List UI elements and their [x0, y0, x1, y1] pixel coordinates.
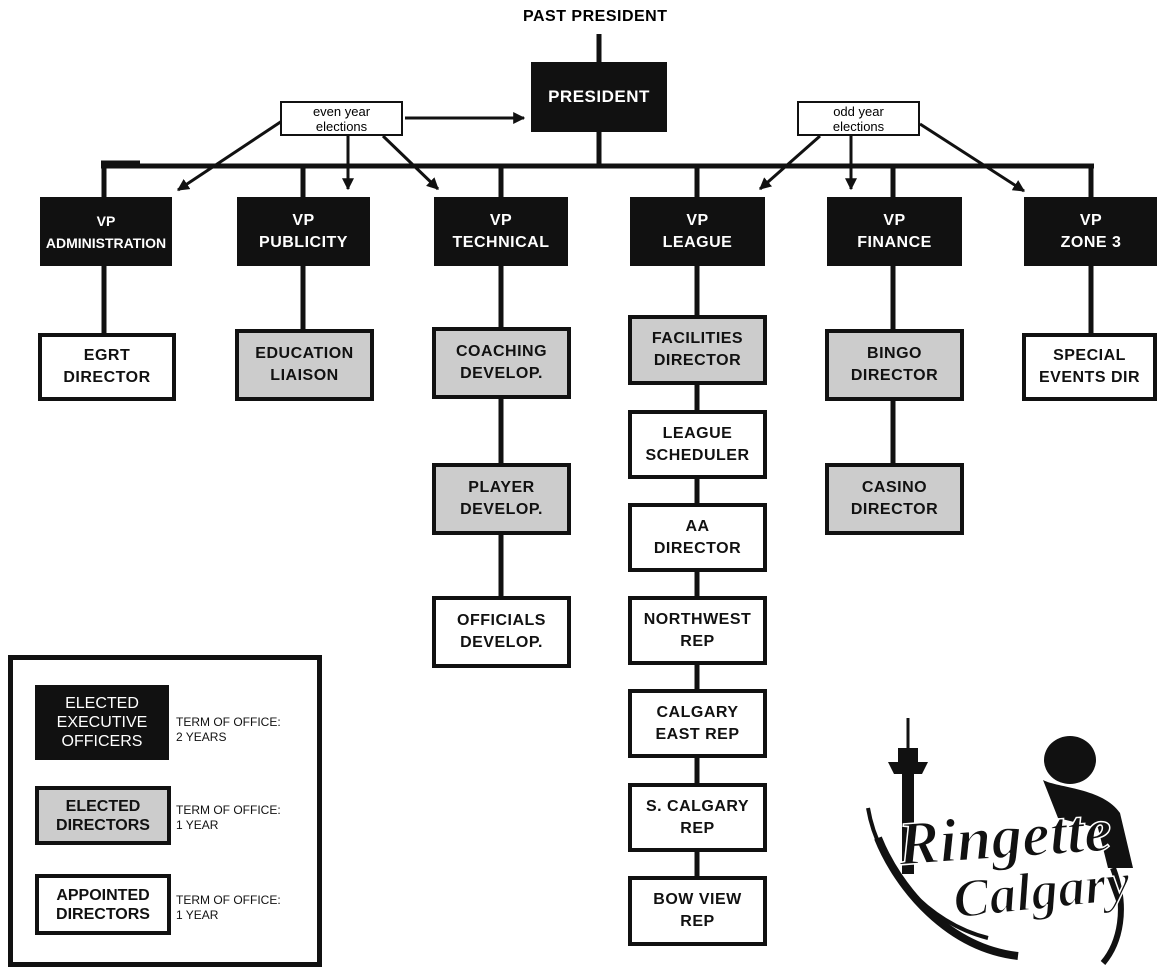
legend-appointed-directors-swatch: APPOINTED DIRECTORS	[35, 874, 171, 935]
casino-director-box: CASINO DIRECTOR	[825, 463, 964, 535]
bow-view-rep-box: BOW VIEW REP	[628, 876, 767, 946]
vp-administration-box: VP ADMINISTRATION	[40, 197, 172, 266]
s-calgary-rep-box: S. CALGARY REP	[628, 783, 767, 852]
special-events-dir-box: SPECIAL EVENTS DIR	[1022, 333, 1157, 401]
egrt-director-box: EGRT DIRECTOR	[38, 333, 176, 401]
vp-league-box: VP LEAGUE	[630, 197, 765, 266]
calgary-east-rep-box: CALGARY EAST REP	[628, 689, 767, 758]
bingo-director-box: BINGO DIRECTOR	[825, 329, 964, 401]
coaching-develop-box: COACHING DEVELOP.	[432, 327, 571, 399]
ringette-calgary-logo: Ringette Calgary	[866, 718, 1134, 965]
northwest-rep-box: NORTHWEST REP	[628, 596, 767, 665]
education-liaison-box: EDUCATION LIAISON	[235, 329, 374, 401]
officials-develop-box: OFFICIALS DEVELOP.	[432, 596, 571, 668]
vp-finance-box: VP FINANCE	[827, 197, 962, 266]
legend-elected-directors-swatch: ELECTED DIRECTORS	[35, 786, 171, 845]
odd-year-elections-note: odd year elections	[797, 101, 920, 136]
logo-text-ringette: Ringette	[895, 796, 1114, 879]
president-box: PRESIDENT	[531, 62, 667, 132]
legend-elected-executive-term: TERM OF OFFICE: 2 YEARS	[176, 715, 281, 744]
legend: ELECTED EXECUTIVE OFFICERS TERM OF OFFIC…	[8, 655, 322, 967]
past-president-label: PAST PRESIDENT	[523, 8, 668, 25]
league-scheduler-box: LEAGUE SCHEDULER	[628, 410, 767, 479]
player-develop-box: PLAYER DEVELOP.	[432, 463, 571, 535]
vp-publicity-box: VP PUBLICITY	[237, 197, 370, 266]
even-year-elections-note: even year elections	[280, 101, 403, 136]
aa-director-box: AA DIRECTOR	[628, 503, 767, 572]
vp-zone3-box: VP ZONE 3	[1024, 197, 1157, 266]
legend-elected-directors-term: TERM OF OFFICE: 1 YEAR	[176, 803, 281, 832]
legend-appointed-directors-term: TERM OF OFFICE: 1 YEAR	[176, 893, 281, 922]
facilities-director-box: FACILITIES DIRECTOR	[628, 315, 767, 385]
vp-technical-box: VP TECHNICAL	[434, 197, 568, 266]
legend-elected-executive-swatch: ELECTED EXECUTIVE OFFICERS	[35, 685, 169, 760]
